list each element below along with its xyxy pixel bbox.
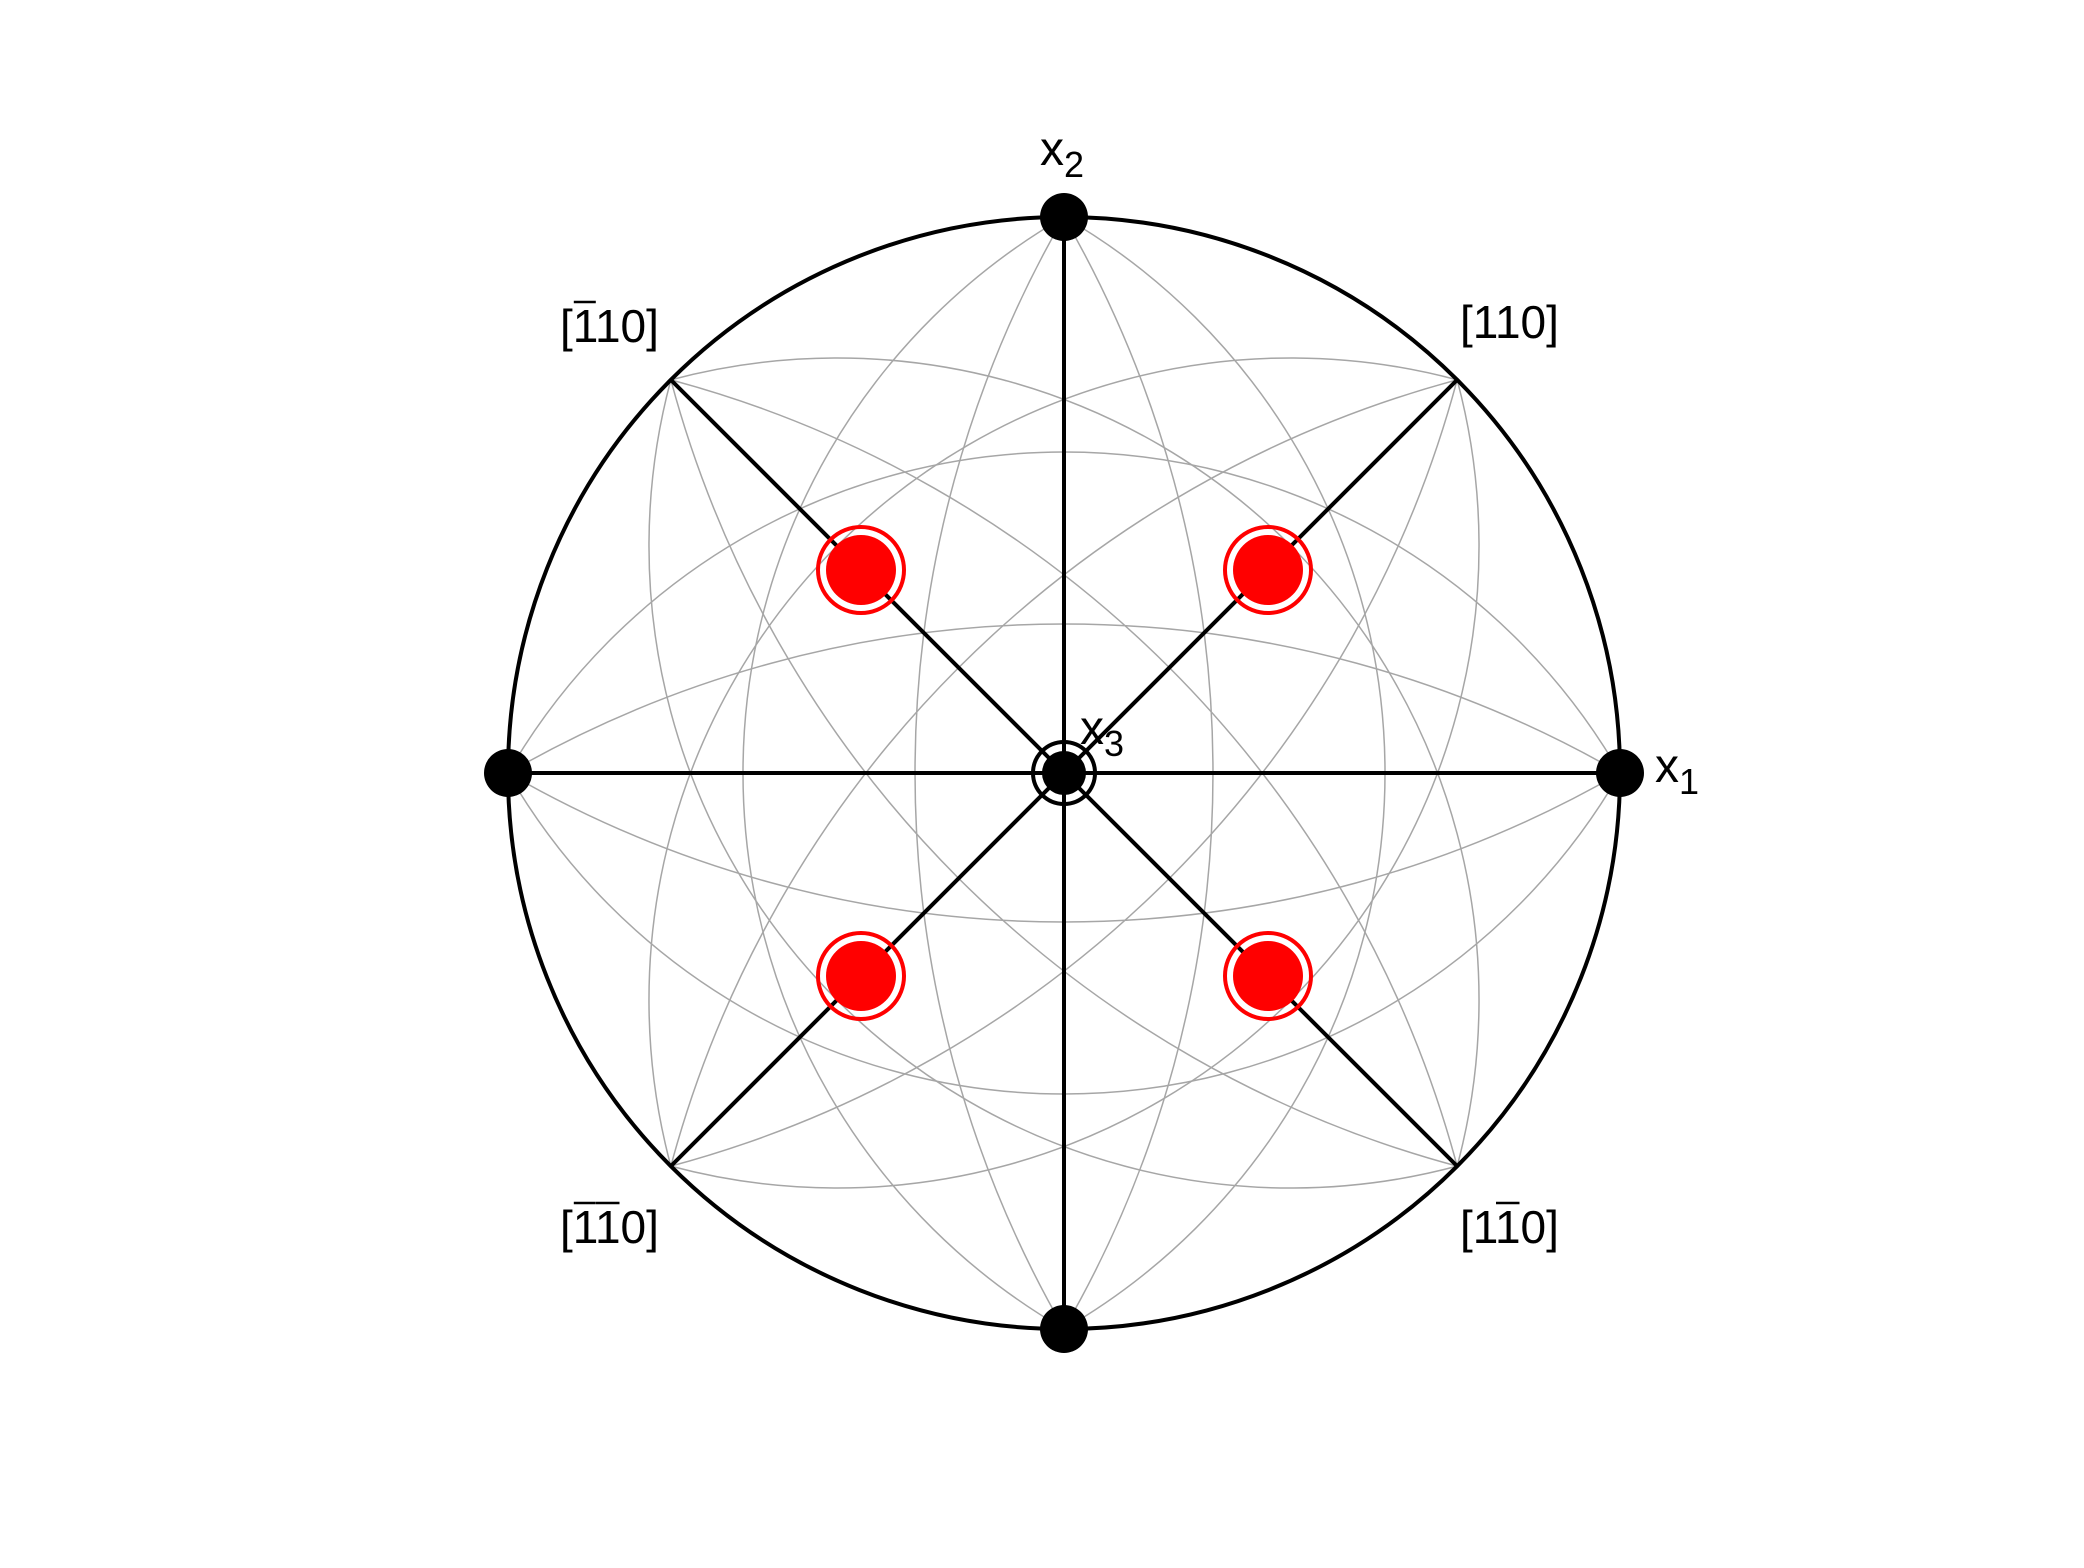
x3-pole <box>1031 740 1097 806</box>
x3-pole-ring <box>1031 740 1097 806</box>
direction-label-nw: [110] <box>560 300 659 352</box>
direction-label-sw: [110] <box>560 1201 659 1253</box>
direction-label-ne: [110] <box>1460 296 1559 348</box>
x2-pole-top <box>1040 193 1088 241</box>
highlighted-poles <box>816 525 1313 1021</box>
x1-pole-left <box>484 749 532 797</box>
axis-poles <box>484 193 1644 1353</box>
red-pole-upper-right <box>1223 525 1313 615</box>
x1-pole-right <box>1596 749 1644 797</box>
x2-pole-bottom <box>1040 1305 1088 1353</box>
red-pole-lower-right <box>1223 931 1313 1021</box>
direction-label-se: [110] <box>1460 1201 1559 1253</box>
x3-label: x3 <box>1080 702 1124 764</box>
overbars <box>573 300 1520 1205</box>
x1-label: x1 <box>1655 740 1699 802</box>
x3-pole-dot <box>1042 751 1086 795</box>
red-pole-lower-left <box>816 931 906 1021</box>
x2-label: x2 <box>1040 123 1084 185</box>
red-pole-upper-left <box>816 525 906 615</box>
